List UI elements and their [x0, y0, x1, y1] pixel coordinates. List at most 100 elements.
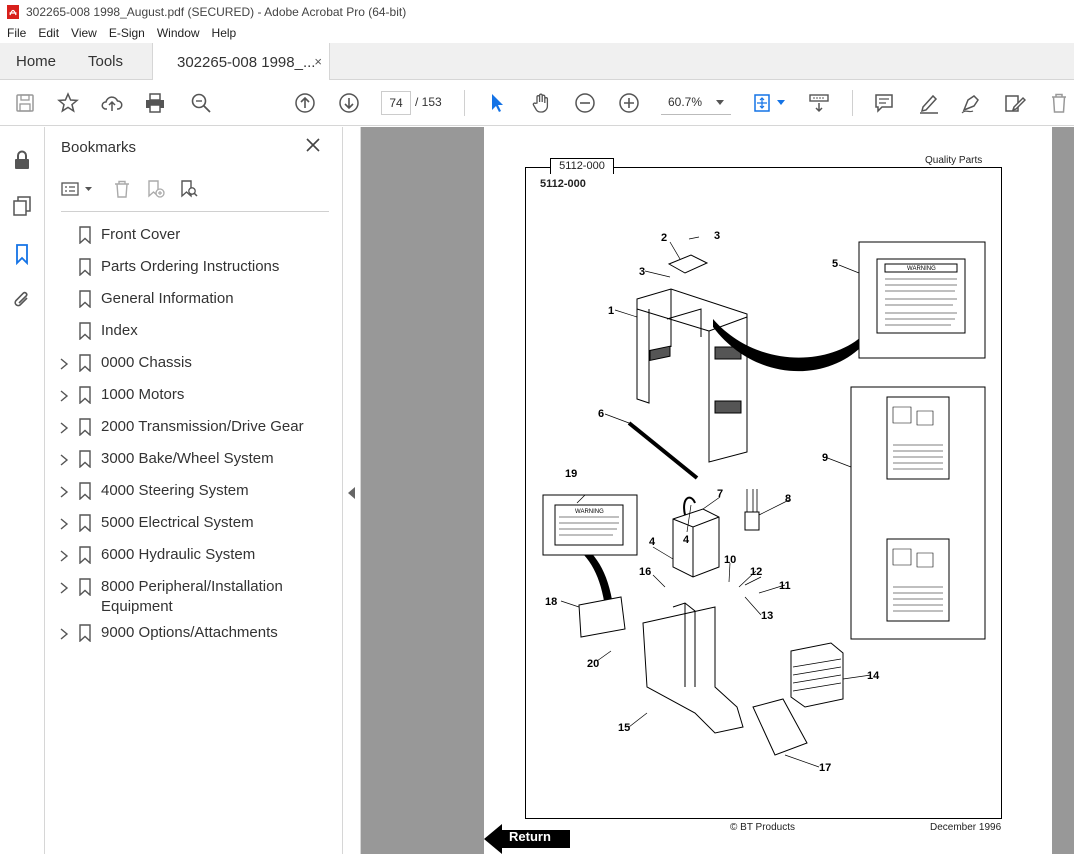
- menu-help[interactable]: Help: [211, 26, 237, 40]
- fit-page-icon[interactable]: [752, 92, 774, 114]
- bookmark-item-chassis[interactable]: 0000 Chassis: [45, 351, 343, 383]
- upload-cloud-icon[interactable]: [101, 92, 123, 114]
- header-right-text: Quality Parts: [925, 155, 983, 166]
- callout-15: 15: [618, 722, 630, 734]
- menu-esign[interactable]: E-Sign: [108, 26, 145, 40]
- menu-bar: File Edit View E-Sign Window Help: [0, 23, 1074, 43]
- bookmark-label: General Information: [101, 290, 234, 307]
- drawing-frame: [525, 167, 1002, 819]
- previous-page-icon[interactable]: [294, 92, 316, 114]
- callout-11: 11: [779, 580, 791, 592]
- chevron-right-icon[interactable]: [59, 453, 69, 467]
- new-bookmark-icon[interactable]: [146, 179, 166, 199]
- zoom-search-icon[interactable]: [190, 92, 212, 114]
- callout-7: 7: [717, 488, 723, 500]
- callout-16: 16: [639, 566, 651, 578]
- bookmark-flag-icon: [79, 450, 91, 468]
- bookmark-label: 2000 Transmission/Drive Gear: [101, 418, 304, 435]
- menu-edit[interactable]: Edit: [38, 26, 60, 40]
- highlight-pen-icon[interactable]: [918, 92, 940, 114]
- window-title: 302265-008 1998_August.pdf (SECURED) - A…: [26, 4, 407, 19]
- lock-icon[interactable]: [11, 149, 33, 171]
- callout-18: 18: [545, 596, 557, 608]
- menu-window[interactable]: Window: [156, 26, 200, 40]
- panel-divider: [61, 211, 329, 212]
- next-page-icon[interactable]: [338, 92, 360, 114]
- sign-pen-icon[interactable]: [960, 92, 982, 114]
- bookmark-label: 6000 Hydraulic System: [101, 546, 256, 563]
- find-bookmark-icon[interactable]: [179, 179, 199, 199]
- close-tab-icon[interactable]: ×: [314, 54, 322, 69]
- chevron-right-icon[interactable]: [59, 421, 69, 435]
- return-link[interactable]: Return: [509, 829, 551, 844]
- bookmarks-panel: Bookmarks Front Cover Parts Ordering Ins…: [45, 127, 343, 854]
- bookmark-item-front-cover[interactable]: Front Cover: [45, 223, 343, 255]
- select-cursor-icon[interactable]: [486, 92, 508, 114]
- bookmark-item-steering[interactable]: 4000 Steering System: [45, 479, 343, 511]
- document-viewport[interactable]: 1 2 3 3 4 4 5 6 7 8 9 10 11 12 13 14 15 …: [361, 127, 1074, 854]
- chevron-down-icon[interactable]: [85, 187, 92, 191]
- section-id: 5112-000: [540, 178, 586, 190]
- bookmark-item-index[interactable]: Index: [45, 319, 343, 351]
- delete-bookmark-icon[interactable]: [112, 179, 132, 199]
- bookmark-item-options[interactable]: 9000 Options/Attachments: [45, 621, 343, 653]
- footer-date: December 1996: [930, 822, 1002, 833]
- toolbar-separator: [464, 90, 465, 116]
- chevron-right-icon[interactable]: [59, 581, 69, 595]
- delete-icon[interactable]: [1048, 92, 1070, 114]
- pages-icon[interactable]: [11, 195, 33, 217]
- bookmark-label: 5000 Electrical System: [101, 514, 254, 531]
- chevron-right-icon[interactable]: [59, 549, 69, 563]
- print-icon[interactable]: [144, 92, 166, 114]
- save-icon[interactable]: [14, 92, 36, 114]
- chevron-down-icon[interactable]: [777, 100, 785, 105]
- bookmark-item-hydraulic[interactable]: 6000 Hydraulic System: [45, 543, 343, 575]
- chevron-down-icon[interactable]: [716, 100, 724, 105]
- callout-13: 13: [761, 610, 773, 622]
- page-number-input[interactable]: 74: [381, 91, 411, 115]
- callout-19: 19: [565, 468, 577, 480]
- bookmark-label: 1000 Motors: [101, 386, 185, 403]
- bookmark-item-bake-wheel[interactable]: 3000 Bake/Wheel System: [45, 447, 343, 479]
- bookmark-item-electrical[interactable]: 5000 Electrical System: [45, 511, 343, 543]
- bookmark-label: Parts Ordering Instructions: [101, 258, 280, 275]
- bookmark-options-icon[interactable]: [61, 179, 81, 199]
- star-icon[interactable]: [57, 92, 79, 114]
- chevron-right-icon[interactable]: [59, 485, 69, 499]
- zoom-in-icon[interactable]: [618, 92, 640, 114]
- bookmark-item-general-information[interactable]: General Information: [45, 287, 343, 319]
- zoom-out-icon[interactable]: [574, 92, 596, 114]
- collapse-panel-icon[interactable]: [348, 487, 356, 499]
- attachment-icon[interactable]: [11, 289, 33, 311]
- chevron-right-icon[interactable]: [59, 389, 69, 403]
- bookmark-item-motors[interactable]: 1000 Motors: [45, 383, 343, 415]
- callout-10: 10: [724, 554, 736, 566]
- scroll-mode-icon[interactable]: [808, 92, 830, 114]
- callout-12: 12: [750, 566, 762, 578]
- bookmark-item-peripheral[interactable]: 8000 Peripheral/Installation Equipment: [45, 575, 343, 621]
- chevron-right-icon[interactable]: [59, 627, 69, 641]
- hand-tool-icon[interactable]: [530, 92, 552, 114]
- bookmark-item-transmission[interactable]: 2000 Transmission/Drive Gear: [45, 415, 343, 447]
- bookmark-icon[interactable]: [11, 243, 33, 265]
- bookmark-flag-icon: [79, 258, 91, 276]
- edit-pdf-icon[interactable]: [1004, 92, 1026, 114]
- tab-home[interactable]: Home: [16, 53, 57, 70]
- return-arrow-icon[interactable]: [484, 824, 570, 854]
- menu-view[interactable]: View: [71, 26, 97, 40]
- panel-collapse-handle[interactable]: [343, 127, 361, 854]
- callout-4: 4: [683, 534, 690, 546]
- zoom-level-select[interactable]: 60.7%: [661, 91, 731, 115]
- menu-file[interactable]: File: [7, 26, 27, 40]
- callout-2: 2: [661, 232, 667, 244]
- chevron-right-icon[interactable]: [59, 517, 69, 531]
- tab-tools[interactable]: Tools: [88, 53, 124, 70]
- close-icon[interactable]: [305, 137, 321, 153]
- bookmark-label: 3000 Bake/Wheel System: [101, 450, 274, 467]
- bookmark-item-parts-ordering[interactable]: Parts Ordering Instructions: [45, 255, 343, 287]
- comment-icon[interactable]: [873, 92, 895, 114]
- panel-title: Bookmarks: [61, 139, 137, 156]
- pdf-icon: [7, 4, 19, 19]
- chevron-right-icon[interactable]: [59, 357, 69, 371]
- tab-document[interactable]: 302265-008 1998_... ×: [152, 43, 330, 81]
